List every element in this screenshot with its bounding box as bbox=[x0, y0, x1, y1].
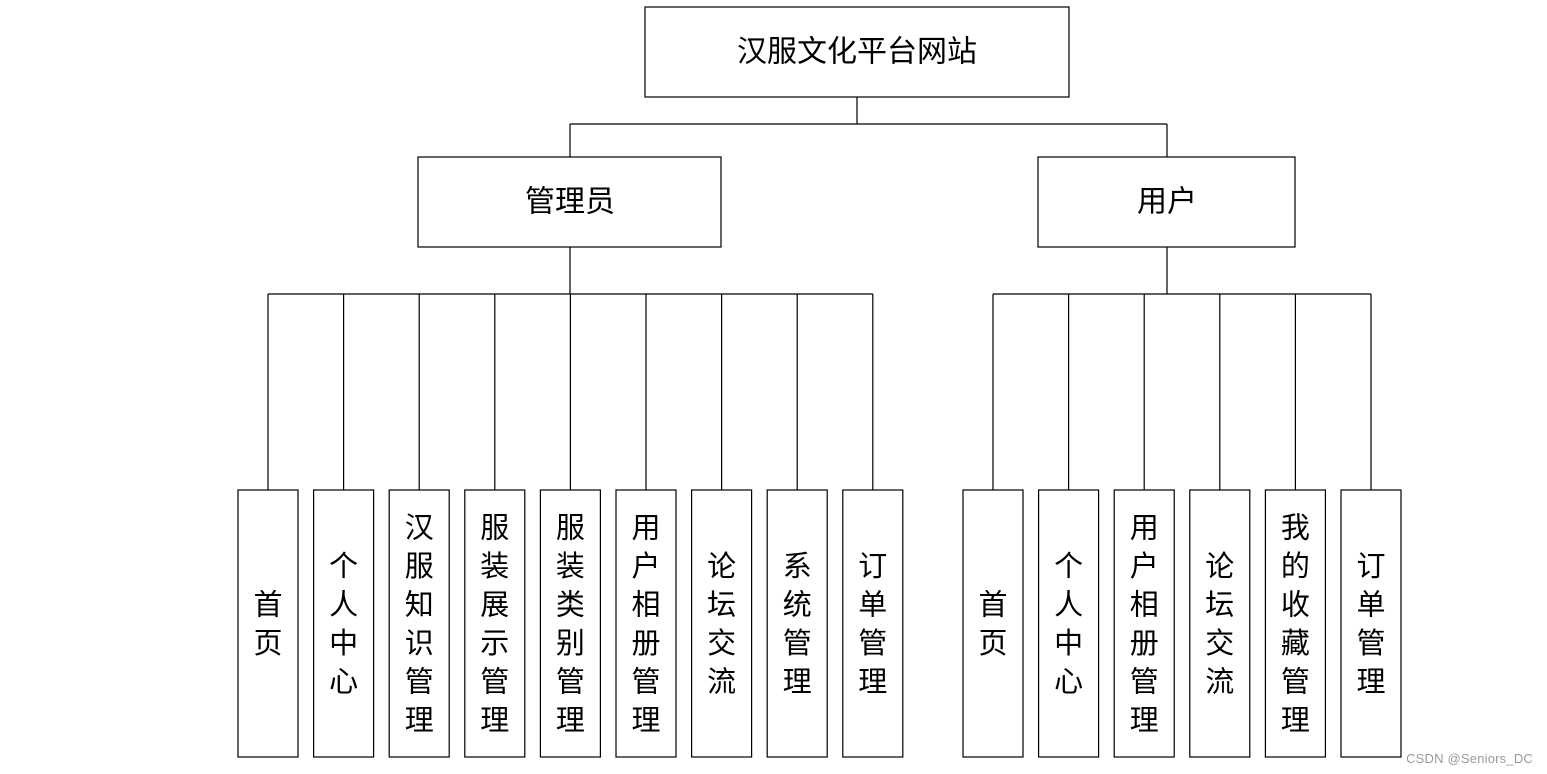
root-node: 汉服文化平台网站 bbox=[644, 6, 1070, 98]
root-title: 汉服文化平台网站 bbox=[737, 35, 977, 70]
module-node-0-6: 论坛交流 bbox=[690, 489, 753, 758]
root-node-box bbox=[644, 6, 1070, 98]
module-node-1-5: 订单管理 bbox=[1340, 489, 1402, 758]
module-label-0-5: 用户相册管理 bbox=[631, 510, 660, 737]
module-node-0-8: 订单管理 bbox=[842, 489, 904, 758]
module-node-1-4: 我的收藏管理 bbox=[1264, 489, 1327, 758]
module-node-0-2-box bbox=[388, 489, 450, 758]
module-node-1-1-box bbox=[1037, 489, 1100, 758]
module-node-0-1: 个人中心 bbox=[313, 489, 375, 758]
module-node-0-8-box bbox=[842, 489, 904, 758]
module-label-0-7: 系统管理 bbox=[783, 549, 812, 699]
role-node-1-box bbox=[1037, 156, 1296, 248]
module-node-1-0: 首页 bbox=[962, 489, 1024, 758]
module-node-1-0-box bbox=[962, 489, 1024, 758]
module-label-1-4: 我的收藏管理 bbox=[1281, 510, 1310, 737]
module-node-1-1: 个人中心 bbox=[1037, 489, 1100, 758]
module-node-0-7: 系统管理 bbox=[766, 489, 828, 758]
module-node-1-5-box bbox=[1340, 489, 1402, 758]
module-label-1-1: 个人中心 bbox=[1054, 549, 1083, 699]
module-node-1-3: 论坛交流 bbox=[1189, 489, 1251, 758]
module-label-1-0: 首页 bbox=[978, 587, 1007, 660]
module-label-1-3: 论坛交流 bbox=[1205, 549, 1234, 699]
module-label-0-2: 汉服知识管理 bbox=[405, 510, 434, 737]
role-node-0-box bbox=[417, 156, 722, 248]
module-node-0-3-box bbox=[464, 489, 526, 758]
role-label-0: 管理员 bbox=[525, 185, 615, 220]
module-label-0-6: 论坛交流 bbox=[707, 549, 736, 699]
module-label-0-8: 订单管理 bbox=[858, 549, 887, 699]
module-node-0-7-box bbox=[766, 489, 828, 758]
module-node-0-6-box bbox=[690, 489, 753, 758]
role-label-1: 用户 bbox=[1137, 185, 1197, 220]
module-node-1-4-box bbox=[1264, 489, 1327, 758]
module-node-1-2-box bbox=[1113, 489, 1175, 758]
module-node-1-3-box bbox=[1189, 489, 1251, 758]
module-label-0-0: 首页 bbox=[253, 587, 282, 660]
watermark: CSDN @Seniors_DC bbox=[1406, 751, 1533, 766]
role-node-0: 管理员 bbox=[417, 156, 722, 248]
module-node-0-3: 服装展示管理 bbox=[464, 489, 526, 758]
module-node-0-4: 服装类别管理 bbox=[539, 489, 602, 758]
module-node-0-0: 首页 bbox=[237, 489, 299, 758]
module-label-0-4: 服装类别管理 bbox=[556, 510, 585, 737]
module-label-0-1: 个人中心 bbox=[329, 549, 358, 699]
module-node-0-5-box bbox=[615, 489, 677, 758]
role-node-1: 用户 bbox=[1037, 156, 1296, 248]
module-label-1-5: 订单管理 bbox=[1356, 549, 1385, 699]
module-label-1-2: 用户相册管理 bbox=[1130, 510, 1159, 737]
connector-lines bbox=[267, 97, 1372, 490]
module-node-0-2: 汉服知识管理 bbox=[388, 489, 450, 758]
module-node-0-0-box bbox=[237, 489, 299, 758]
module-node-0-4-box bbox=[539, 489, 602, 758]
module-node-0-5: 用户相册管理 bbox=[615, 489, 677, 758]
module-node-0-1-box bbox=[313, 489, 375, 758]
module-node-1-2: 用户相册管理 bbox=[1113, 489, 1175, 758]
module-label-0-3: 服装展示管理 bbox=[480, 510, 509, 737]
